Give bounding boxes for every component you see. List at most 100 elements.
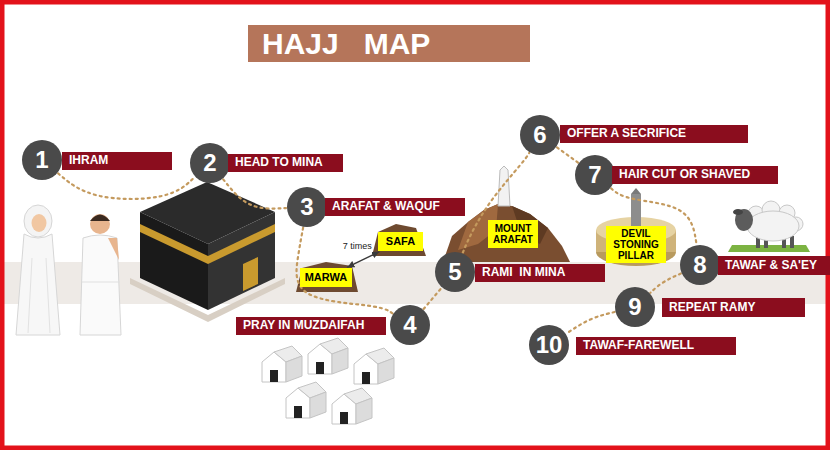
step-number-circle: 8	[680, 245, 720, 285]
place-label: MARWA	[303, 271, 349, 283]
kaaba-door	[243, 257, 258, 291]
step-number: 4	[403, 313, 416, 337]
place-label-box: SAFA	[378, 232, 423, 251]
kaaba-gold-band	[140, 224, 208, 264]
step-label-bar: OFFER A SECRIFICE	[560, 125, 748, 143]
circle-shape	[190, 143, 230, 183]
route-dots	[650, 274, 680, 293]
kaaba-left-face	[140, 212, 208, 310]
step-number: 1	[35, 148, 48, 172]
step-label-bar: HAIR CUT OR SHAVED	[612, 166, 778, 184]
circle-shape	[575, 155, 615, 195]
step-number: 7	[588, 163, 601, 187]
circle-shape	[287, 187, 327, 227]
step-number-circle: 2	[190, 143, 230, 183]
step-number-circle: 4	[390, 305, 430, 345]
step-number-circle: 7	[575, 155, 615, 195]
place-label: MOUNT ARAFAT	[491, 223, 535, 245]
place-label: DEVIL STONING PILLAR	[609, 228, 663, 261]
edge-label: 7 times	[342, 242, 373, 252]
step-label: HAIR CUT OR SHAVED	[619, 168, 750, 181]
step-label: TAWAF-FAREWELL	[583, 339, 694, 352]
woman-robe	[16, 234, 60, 335]
circle-shape	[520, 115, 560, 155]
place-label-box: DEVIL STONING PILLAR	[606, 226, 666, 263]
sheep-ear	[733, 209, 743, 215]
step-number: 5	[448, 260, 461, 284]
tent-side	[356, 398, 372, 424]
route-dots	[424, 288, 442, 309]
map-title: HAJJ MAP	[262, 27, 430, 60]
step-label: TAWAF & SA'EY	[725, 259, 817, 272]
step-label-bar: TAWAF & SA'EY	[718, 256, 830, 275]
woman-headscarf	[24, 205, 52, 237]
step-number: 2	[203, 151, 216, 175]
step-label-bar: RAMI IN MINA	[475, 264, 605, 282]
grass-tile	[728, 245, 810, 252]
kaaba-gold-band	[208, 224, 275, 264]
step-number-circle: 1	[22, 140, 62, 180]
tent-door	[340, 412, 348, 424]
tent-side	[286, 356, 302, 382]
sheep-leg	[790, 236, 794, 248]
step-number: 6	[533, 123, 546, 147]
safa-rock	[372, 224, 426, 256]
tent-side	[378, 358, 394, 384]
tent	[354, 348, 394, 384]
tent-side	[332, 348, 348, 374]
man-hair	[90, 215, 110, 222]
step-label: REPEAT RAMY	[669, 301, 755, 314]
step-label-bar: REPEAT RAMY	[662, 298, 805, 317]
tent-door	[362, 372, 370, 384]
step-number-circle: 6	[520, 115, 560, 155]
tent	[286, 382, 326, 418]
tent	[262, 346, 302, 382]
tent-door	[316, 362, 324, 374]
sheep-body	[747, 211, 799, 241]
kaaba-right-face	[208, 212, 275, 310]
man-shoulder	[108, 238, 119, 260]
pillar-tip	[631, 188, 641, 194]
title-box: HAJJ MAP	[248, 25, 530, 62]
step-label: RAMI IN MINA	[482, 266, 565, 279]
step-number-circle: 9	[615, 287, 655, 327]
robe-folds	[28, 258, 50, 333]
circle-shape	[615, 287, 655, 327]
step-label: PRAY IN MUZDAIFAH	[243, 319, 364, 332]
step-label-bar: ARAFAT & WAQUF	[325, 198, 465, 216]
woman-face	[32, 214, 47, 232]
tent-door	[294, 406, 302, 418]
step-label-bar: IHRAM	[62, 152, 172, 170]
double-arrow	[347, 252, 379, 267]
tent	[308, 338, 348, 374]
route-dots	[557, 147, 578, 162]
route-dots	[567, 312, 615, 333]
tent	[332, 388, 372, 424]
step-label-bar: HEAD TO MINA	[228, 154, 343, 172]
ihram-cloth	[80, 235, 121, 335]
step-label: IHRAM	[69, 154, 108, 167]
step-label: ARAFAT & WAQUF	[332, 200, 440, 213]
ihram-fold	[82, 282, 120, 283]
place-label-box: MOUNT ARAFAT	[488, 220, 538, 248]
circle-shape	[529, 325, 569, 365]
step-number: 8	[693, 253, 706, 277]
circle-shape	[22, 140, 62, 180]
step-number-circle: 3	[287, 187, 327, 227]
step-label-bar: PRAY IN MUZDAIFAH	[236, 317, 386, 335]
step-number: 10	[536, 333, 563, 357]
step-label: OFFER A SECRIFICE	[567, 127, 686, 140]
step-number-circle: 10	[529, 325, 569, 365]
route-dots	[58, 173, 194, 199]
circle-shape	[680, 245, 720, 285]
place-label-box: MARWA	[300, 268, 352, 287]
circle-shape	[435, 252, 475, 292]
step-label-bar: TAWAF-FAREWELL	[576, 337, 736, 355]
step-number-circle: 5	[435, 252, 475, 292]
tent-side	[310, 392, 326, 418]
route-dots	[223, 179, 286, 208]
